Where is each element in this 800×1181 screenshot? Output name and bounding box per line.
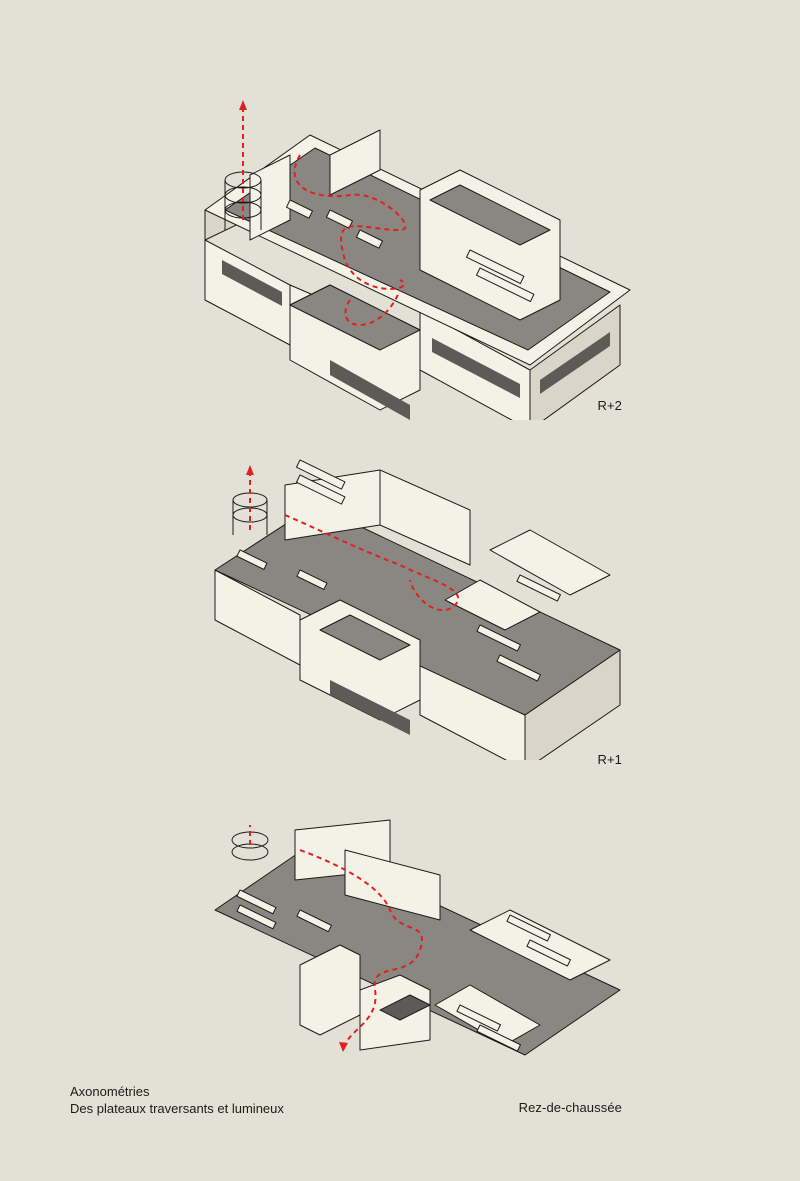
caption-subtitle: Des plateaux traversants et lumineux <box>70 1101 284 1116</box>
axonometry-r1 <box>0 430 800 760</box>
floor-label-r2: R+2 <box>597 398 622 413</box>
caption: Axonométries Des plateaux traversants et… <box>70 1083 284 1117</box>
axonometry-r1-drawing <box>214 459 621 760</box>
floor-label-rdc: Rez-de-chaussée <box>518 1100 622 1115</box>
axonometry-rdc-drawing <box>214 819 621 1056</box>
axonometry-r2 <box>0 60 800 420</box>
axonometry-rdc <box>0 790 800 1070</box>
floor-label-r1: R+1 <box>597 752 622 767</box>
caption-title: Axonométries <box>70 1084 150 1099</box>
axonometry-r2-drawing <box>204 100 631 420</box>
